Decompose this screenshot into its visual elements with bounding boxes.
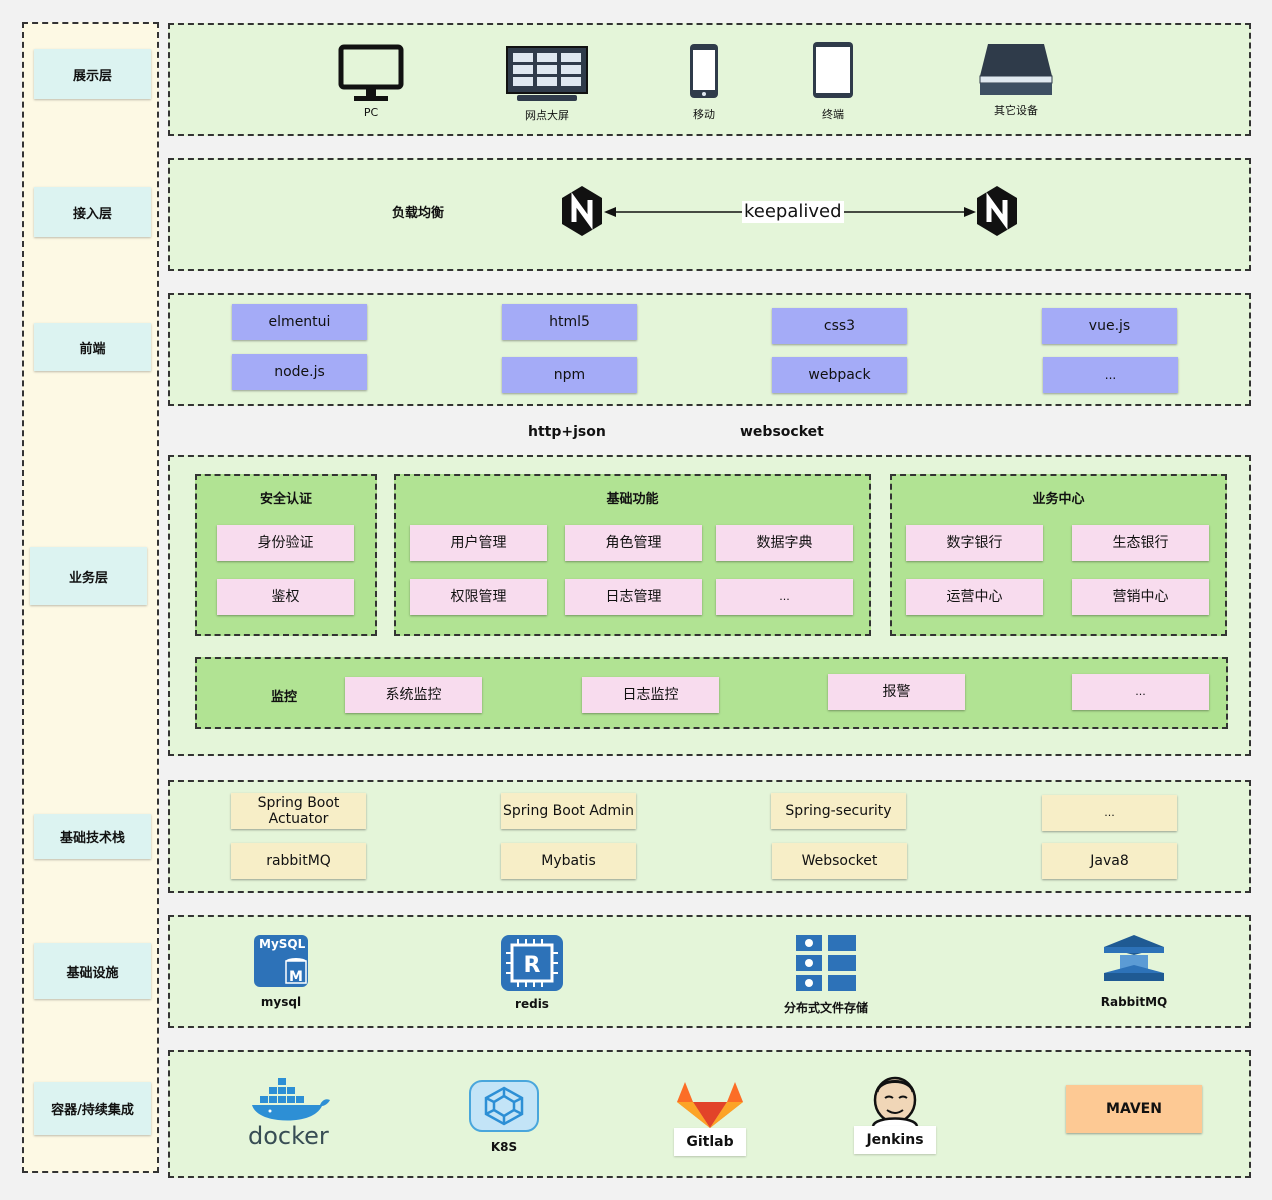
tech-chip: Spring-security [771,793,906,829]
svg-text:R: R [524,953,541,978]
business-chip: 用户管理 [410,525,547,561]
ci-k8s: K8S [464,1078,544,1154]
svg-text:M: M [289,969,303,985]
business-center-title: 业务中心 [1032,492,1085,507]
frontend-chip: npm [502,357,637,393]
layer-label-tech-stack: 基础技术栈 [34,814,151,859]
infrastructure-band [168,915,1251,1028]
frontend-chip: html5 [502,304,637,340]
phone-icon [690,44,718,98]
redis-icon: R [501,935,563,991]
ci-jenkins: Jenkins [854,1076,936,1154]
infra-rabbitmq: RabbitMQ [1098,933,1170,1009]
business-chip: ... [1072,674,1209,710]
layer-label-infrastructure: 基础设施 [34,943,151,999]
frontend-chip: webpack [772,357,907,393]
tech-chip: Spring Boot Actuator [231,793,366,829]
device-other: 其它设备 [976,42,1056,118]
protocol-websocket: websocket [740,424,824,440]
nginx-icon [977,186,1017,236]
access-layer-band [168,158,1251,271]
security-title: 安全认证 [259,492,312,507]
business-chip: 权限管理 [410,579,547,615]
ci-gitlab: Gitlab [672,1080,748,1156]
business-chip: 日志管理 [565,579,702,615]
basic-function-title: 基础功能 [606,492,659,507]
frontend-chip: elmentui [232,304,367,340]
tech-chip: Spring Boot Admin [501,793,636,829]
layer-label-business: 业务层 [30,547,147,605]
business-chip: 数据字典 [716,525,853,561]
business-chip: 营销中心 [1072,579,1209,615]
protocol-http-json: http+json [528,424,606,440]
tech-chip: Java8 [1042,843,1177,879]
business-chip: 鉴权 [217,579,354,615]
scanner-icon [979,44,1053,95]
layer-label-container-ci: 容器/持续集成 [34,1082,151,1135]
tablet-icon [813,42,853,98]
business-chip: 系统监控 [345,677,482,713]
device-mobile: 移动 [684,42,724,122]
tech-chip: rabbitMQ [231,843,366,879]
infra-mysql: M MySQL mysql [246,933,316,1009]
business-chip: ... [716,579,853,615]
business-chip: 生态银行 [1072,525,1209,561]
frontend-chip: ... [1043,357,1178,393]
file-storage-icon [796,935,856,991]
layer-label-frontend: 前端 [34,323,151,371]
tech-chip: Websocket [772,843,907,879]
business-chip: 日志监控 [582,677,719,713]
kubernetes-icon [469,1080,539,1132]
infra-redis: R redis [496,933,568,1011]
mysql-logo-text: MySQL [259,937,306,951]
big-screen-icon [506,46,588,101]
keepalived-label: keepalived [742,201,844,223]
device-pc: PC [336,44,406,119]
business-chip: 数字银行 [906,525,1043,561]
frontend-chip: css3 [772,308,907,344]
maven-icon: MAVEN [1066,1085,1202,1133]
business-chip: 报警 [828,674,965,710]
load-balance-title: 负载均衡 [392,206,445,221]
nginx-icon [562,186,602,236]
docker-icon [252,1078,330,1121]
business-chip: 运营中心 [906,579,1043,615]
tech-chip: Mybatis [501,843,636,879]
business-chip: 身份验证 [217,525,354,561]
layer-label-display: 展示层 [34,49,151,99]
jenkins-icon [871,1076,919,1127]
layer-label-access: 接入层 [34,187,151,237]
business-chip: 角色管理 [565,525,702,561]
frontend-chip: vue.js [1042,308,1177,344]
gitlab-icon [677,1082,743,1128]
infra-file-storage: 分布式文件存储 [780,933,872,1016]
tech-chip: ... [1042,795,1177,831]
monitor-icon [338,44,404,101]
mysql-icon: M MySQL [252,933,310,989]
device-big-screen: 网点大屏 [505,45,589,123]
docker-logo: docker [248,1076,334,1148]
device-terminal: 终端 [808,40,858,122]
monitor-title: 监控 [271,690,298,705]
rabbitmq-icon [1104,935,1164,981]
frontend-chip: node.js [232,354,367,390]
